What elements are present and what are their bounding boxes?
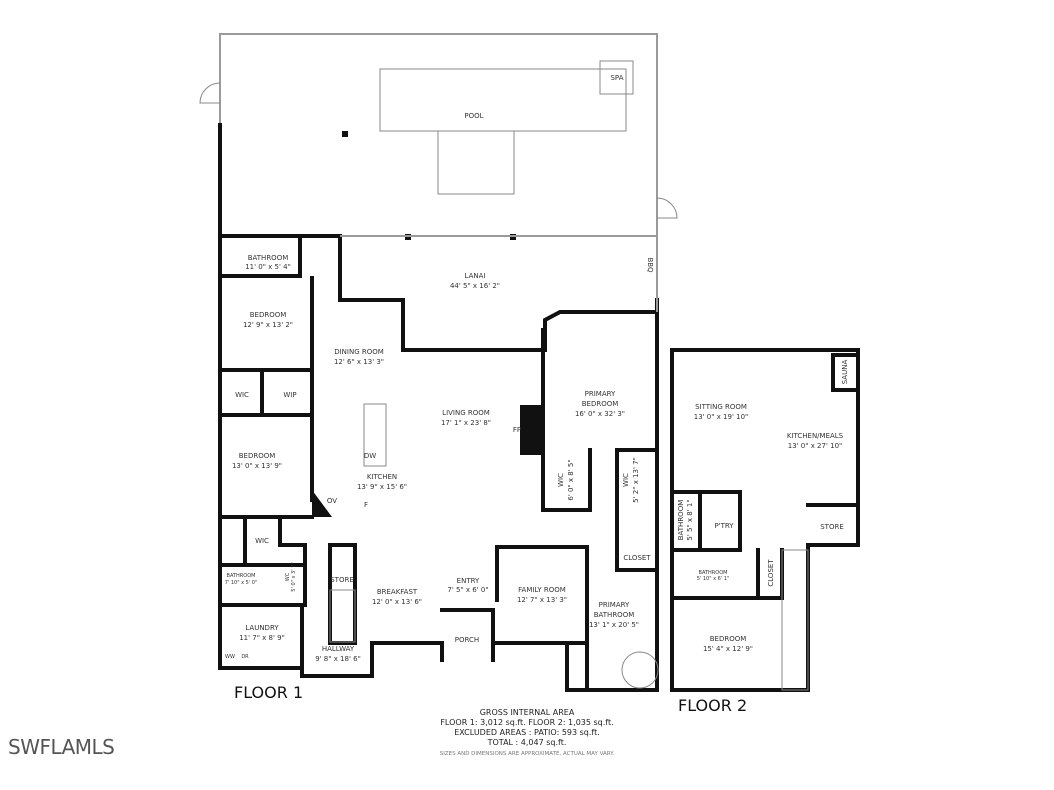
room-bathroom-dims: 5' 5" x 8' 1" [686, 499, 694, 540]
room-wic-2: WIC [557, 473, 565, 487]
room-pantry: P'TRY [714, 522, 734, 530]
room-closet: CLOSET [767, 559, 775, 587]
floor1-walls [218, 234, 659, 692]
room-living-dims: 17' 1" x 23' 8" [441, 419, 491, 427]
room-kitchen-meals-dims: 13' 0" x 27' 10" [788, 442, 843, 450]
room-wic-4: WIC [255, 537, 269, 545]
room-primary-bathroom-dims: 13' 1" x 20' 5" [589, 621, 639, 629]
dryer-label: DR [241, 654, 249, 660]
washer-label: WW [225, 654, 235, 660]
floor2-walls [670, 348, 860, 692]
room-wc: WC [285, 572, 291, 581]
room-entry: ENTRY [457, 577, 480, 585]
room-dining: DINING ROOM [334, 348, 384, 356]
room-kitchen-dims: 13' 9" x 15' 6" [357, 483, 407, 491]
room-bathroom-dims: 11' 0" x 5' 4" [245, 263, 291, 271]
room-bedroom-dims: 15' 4" x 12' 9" [703, 645, 753, 653]
room-wic-3: WIC [622, 473, 630, 487]
summary-disclaimer: SIZES AND DIMENSIONS ARE APPROXIMATE, AC… [440, 751, 615, 757]
room-primary-bedroom-2: BEDROOM [582, 400, 619, 408]
room-hallway: HALLWAY [322, 645, 355, 653]
room-family-dims: 12' 7" x 13' 3" [517, 596, 567, 604]
summary-heading: GROSS INTERNAL AREA [480, 708, 575, 717]
room-lanai-dims: 44' 5" x 16' 2" [450, 282, 500, 290]
dishwasher-label: DW [364, 452, 376, 460]
room-store: STORE [820, 523, 844, 531]
room-bathroom-2-dims: 5' 10" x 6' 1" [697, 576, 730, 582]
room-primary-bathroom: PRIMARY [599, 601, 630, 609]
room-breakfast-dims: 12' 0" x 13' 6" [372, 598, 422, 606]
oven-label: OV [327, 497, 337, 505]
room-primary-bedroom: PRIMARY [585, 390, 616, 398]
fridge-label: F [364, 501, 368, 509]
room-bedroom-2: BEDROOM [239, 452, 276, 460]
room-bedroom: BEDROOM [710, 635, 747, 643]
bbq-label: BBQ [646, 257, 654, 273]
room-hallway-dims: 9' 8" x 18' 6" [315, 655, 361, 663]
kitchen-island [363, 403, 387, 467]
room-store: STORE [330, 576, 354, 584]
room-spa: SPA [610, 74, 623, 82]
room-closet: CLOSET [623, 554, 651, 562]
door [656, 197, 678, 219]
door [199, 82, 221, 104]
room-entry-dims: 7' 5" x 6' 0" [447, 586, 488, 594]
room-laundry: LAUNDRY [245, 624, 279, 632]
floor2-title: FLOOR 2 [678, 696, 747, 715]
pool-enclosure [199, 33, 678, 240]
room-kitchen-meals: KITCHEN/MEALS [787, 432, 844, 440]
bathtub [621, 651, 659, 689]
room-sauna: SAUNA [841, 360, 849, 385]
room-wic-3-dims: 5' 2" x 13' 7" [632, 457, 640, 503]
room-bathroom-2: BATHROOM [227, 573, 256, 579]
room-family: FAMILY ROOM [518, 586, 566, 594]
room-bedroom-dims: 12' 9" x 13' 2" [243, 321, 293, 329]
watermark: SWFLAMLS [8, 735, 114, 759]
room-primary-bedroom-dims: 16' 0" x 32' 3" [575, 410, 625, 418]
summary-total: TOTAL : 4,047 sq.ft. [487, 738, 567, 747]
pool-shape [379, 68, 627, 132]
summary-floors: FLOOR 1: 3,012 sq.ft. FLOOR 2: 1,035 sq.… [440, 718, 613, 727]
room-bathroom-2: BATHROOM [699, 570, 728, 576]
room-sitting: SITTING ROOM [695, 403, 747, 411]
room-living: LIVING ROOM [442, 409, 490, 417]
room-bedroom: BEDROOM [250, 311, 287, 319]
pool-steps [437, 130, 515, 195]
room-lanai: LANAI [465, 272, 486, 280]
room-wip: WIP [283, 391, 296, 399]
room-bathroom-2-dims: 7' 10" x 5' 0" [225, 580, 258, 586]
room-pool: POOL [464, 112, 483, 120]
room-breakfast: BREAKFAST [377, 588, 418, 596]
floor1-labels: POOL SPA LANAI 44' 5" x 16' 2" BATHROOM … [225, 74, 654, 702]
room-bathroom: BATHROOM [677, 500, 685, 541]
room-primary-bathroom-2: BATHROOM [594, 611, 635, 619]
room-laundry-dims: 11' 7" x 8' 9" [239, 634, 285, 642]
spa-shape [599, 60, 634, 95]
fireplace-label: FP [513, 426, 521, 434]
room-porch: PORCH [455, 636, 479, 644]
room-sitting-dims: 13' 0" x 19' 10" [694, 413, 749, 421]
room-wic-2-dims: 6' 0" x 8' 5" [567, 459, 575, 500]
room-dining-dims: 12' 6" x 13' 3" [334, 358, 384, 366]
room-wc-dims: 5' 0" x 3' 7" [291, 562, 297, 591]
floor1-title: FLOOR 1 [234, 683, 303, 702]
room-bathroom: BATHROOM [248, 254, 289, 262]
stairs [329, 589, 356, 643]
floor2-labels: SAUNA SITTING ROOM 13' 0" x 19' 10" KITC… [677, 360, 849, 715]
room-wic: WIC [235, 391, 249, 399]
summary-excluded: EXCLUDED AREAS : PATIO: 593 sq.ft. [454, 728, 600, 737]
room-kitchen: KITCHEN [367, 473, 397, 481]
stairs [781, 549, 809, 691]
area-summary: GROSS INTERNAL AREA FLOOR 1: 3,012 sq.ft… [440, 708, 615, 757]
room-bedroom-2-dims: 13' 0" x 13' 9" [232, 462, 282, 470]
